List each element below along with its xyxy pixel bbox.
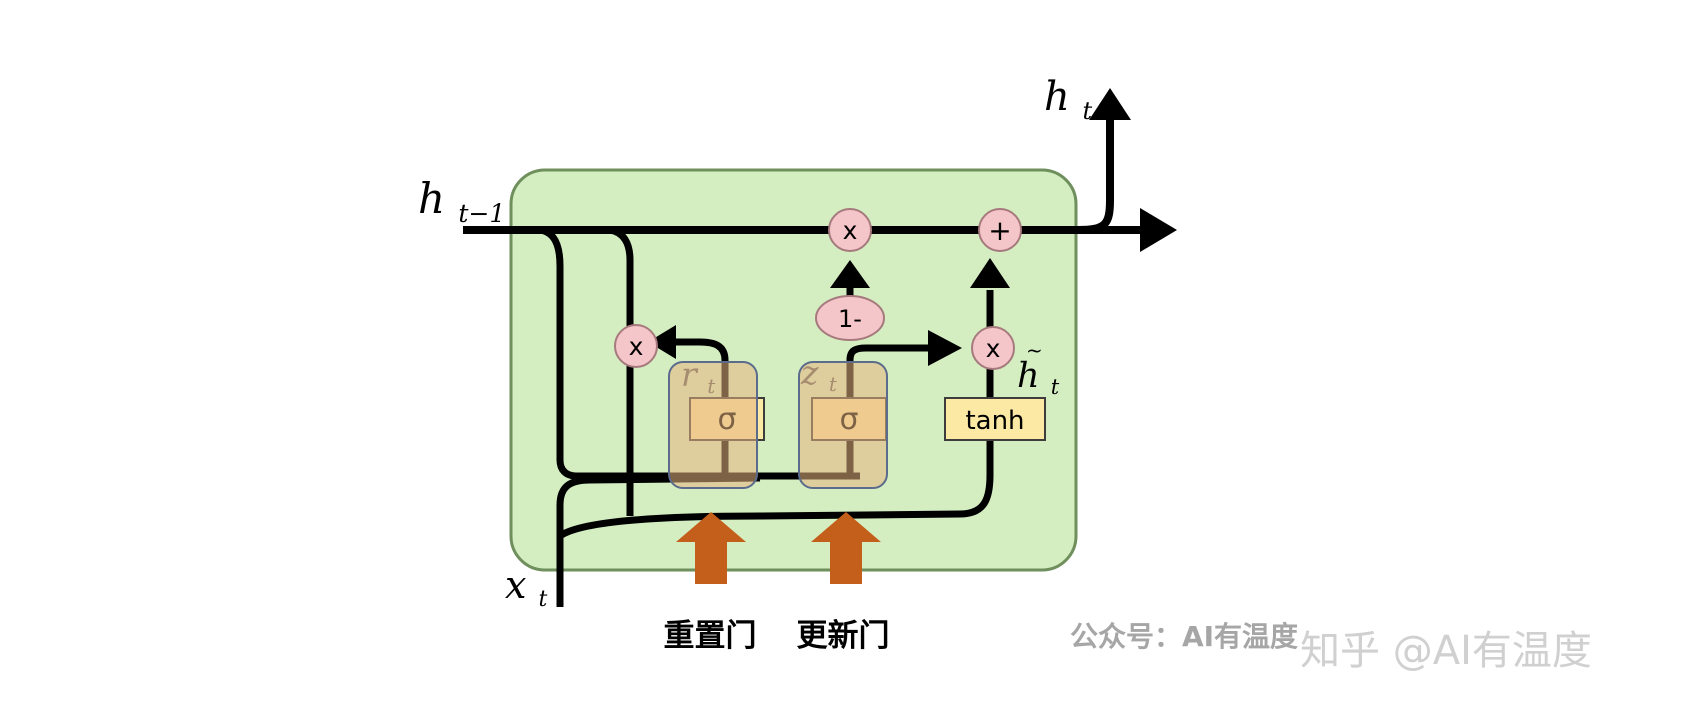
- one-minus-arrowhead: [830, 260, 870, 288]
- left-multiply-label: x: [629, 332, 644, 361]
- add-operator: [978, 208, 1022, 252]
- tanh-up-arrowhead: [970, 258, 1010, 288]
- reset-gate-highlight: [668, 361, 758, 489]
- update-gate-right-arrowhead: [928, 330, 962, 366]
- update-gate-highlight: [798, 361, 888, 489]
- reset-gate-line: [670, 338, 729, 476]
- output-label: h t: [1044, 74, 1092, 125]
- update-gate-orange-arrow: [811, 512, 881, 584]
- zhihu-watermark: 知乎 @AI有温度: [1300, 628, 1592, 674]
- tanh-box: [944, 397, 1046, 441]
- candidate-tilde-icon: ~: [1026, 338, 1043, 362]
- h-prev-branch-right: [609, 226, 634, 516]
- hidden-state-arrowhead: [1140, 208, 1177, 252]
- x-input-bottom-route: [557, 440, 994, 539]
- one-minus-operator: [815, 295, 885, 341]
- account-watermark: 公众号：AI有温度: [1070, 620, 1298, 653]
- right-multiply-operator: [971, 326, 1015, 370]
- one-minus-label: 1-: [838, 305, 862, 333]
- x-input-line: [556, 474, 761, 607]
- update-gate-caption: 更新门: [797, 618, 890, 654]
- reset-gate-orange-arrow: [676, 512, 746, 584]
- add-label: +: [988, 214, 1011, 247]
- reset-gate-caption: 重置门: [664, 618, 757, 654]
- reset-gate-label: r t: [681, 355, 716, 398]
- reset-gate-arrowhead: [648, 325, 676, 359]
- output-arrowhead: [1089, 88, 1131, 120]
- h-prev-label: h t−1: [418, 174, 505, 228]
- output-branch-line: [1077, 116, 1114, 234]
- x-input-label: x t: [505, 563, 548, 612]
- gru-cell: [509, 168, 1078, 572]
- update-gate-label: z t: [800, 353, 838, 396]
- top-multiply-label: x: [843, 216, 858, 245]
- top-multiply-operator: [828, 208, 872, 252]
- candidate-label: h t: [1017, 356, 1060, 399]
- left-multiply-operator: [614, 324, 658, 368]
- right-multiply-label: x: [986, 334, 1001, 363]
- update-gate-to-right-line: [846, 344, 935, 361]
- h-prev-branch-left: [539, 226, 860, 480]
- tanh-label: tanh: [965, 406, 1024, 436]
